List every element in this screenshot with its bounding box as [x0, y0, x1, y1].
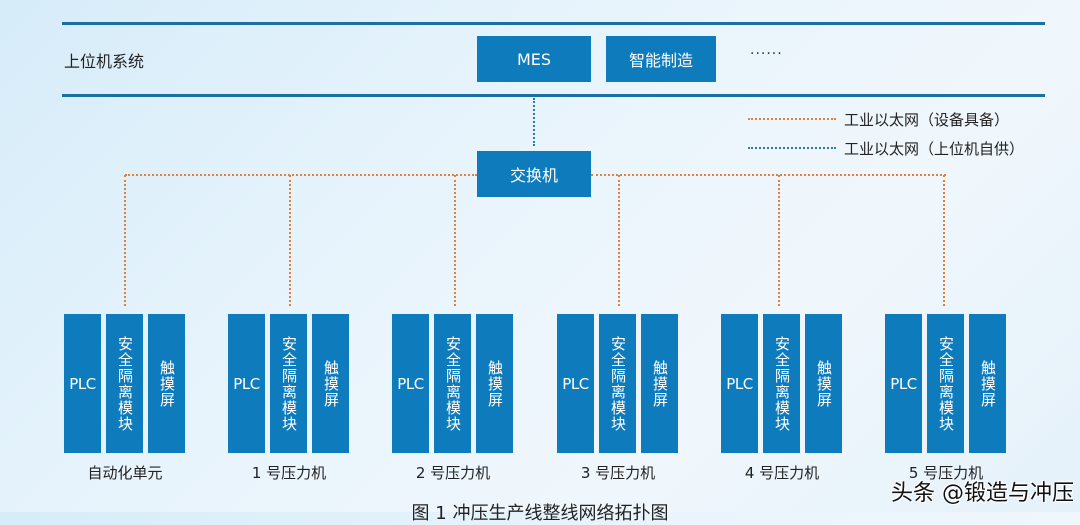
mes-node: MES: [477, 36, 591, 82]
isolation-module: 安全隔离模块: [270, 314, 307, 453]
smart-manufacturing-node: 智能制造: [606, 36, 716, 82]
more-systems-ellipsis: ······: [750, 46, 783, 62]
isolation-module: 安全隔离模块: [434, 314, 471, 453]
unit-automation: PLC 安全隔离模块 触摸屏: [64, 314, 186, 453]
bus-line-right: [591, 174, 946, 176]
plc-module: PLC: [721, 314, 758, 453]
touchscreen-label: 触摸屏: [979, 359, 997, 408]
touchscreen-module: 触摸屏: [641, 314, 678, 453]
plc-module: PLC: [392, 314, 429, 453]
plc-label: PLC: [562, 374, 589, 393]
isolation-module: 安全隔离模块: [106, 314, 143, 453]
touchscreen-module: 触摸屏: [312, 314, 349, 453]
switch-node: 交换机: [477, 151, 591, 197]
host-to-switch-link: [533, 98, 535, 146]
mes-node-label: MES: [516, 49, 552, 69]
isolation-label: 安全隔离模块: [937, 335, 955, 432]
legend-orange-line: [748, 118, 836, 120]
touchscreen-label: 触摸屏: [322, 359, 340, 408]
isolation-label: 安全隔离模块: [280, 335, 298, 432]
drop-link-press-5: [943, 175, 945, 306]
smart-manufacturing-node-label: 智能制造: [628, 51, 693, 70]
switch-node-label: 交换机: [509, 166, 558, 185]
unit-press-5: PLC 安全隔离模块 触摸屏: [885, 314, 1007, 453]
watermark: 头条 @锻造与冲压: [891, 481, 1074, 506]
touchscreen-label: 触摸屏: [815, 359, 833, 408]
plc-label: PLC: [890, 374, 917, 393]
top-tier-bottom-border: [62, 94, 1045, 97]
drop-link-press-3: [618, 175, 620, 306]
legend-host-ethernet: 工业以太网（上位机自供）: [844, 140, 1025, 158]
legend-blue-line: [748, 147, 836, 149]
bus-line-left: [125, 174, 477, 176]
unit-press-4: PLC 安全隔离模块 触摸屏: [721, 314, 843, 453]
drop-link-press-1: [289, 175, 291, 306]
legend-equipment-ethernet: 工业以太网（设备具备）: [844, 111, 1010, 129]
unit-label-press-2: 2 号压力机: [415, 464, 491, 482]
figure-caption: 图 1 冲压生产线整线网络拓扑图: [411, 503, 669, 524]
host-system-label: 上位机系统: [64, 52, 145, 71]
drop-link-press-4: [778, 175, 780, 306]
plc-label: PLC: [726, 374, 753, 393]
unit-label-press-4: 4 号压力机: [744, 464, 820, 482]
touchscreen-label: 触摸屏: [158, 359, 176, 408]
isolation-module: 安全隔离模块: [599, 314, 636, 453]
touchscreen-module: 触摸屏: [805, 314, 842, 453]
touchscreen-label: 触摸屏: [486, 359, 504, 408]
top-tier-top-border: [62, 22, 1045, 25]
unit-label-press-1: 1 号压力机: [251, 464, 327, 482]
unit-press-2: PLC 安全隔离模块 触摸屏: [392, 314, 514, 453]
unit-press-3: PLC 安全隔离模块 触摸屏: [557, 314, 679, 453]
touchscreen-module: 触摸屏: [148, 314, 185, 453]
unit-press-1: PLC 安全隔离模块 触摸屏: [228, 314, 350, 453]
unit-label-automation: 自动化单元: [87, 464, 163, 482]
plc-module: PLC: [557, 314, 594, 453]
isolation-label: 安全隔离模块: [609, 335, 627, 432]
plc-label: PLC: [397, 374, 424, 393]
plc-label: PLC: [233, 374, 260, 393]
isolation-label: 安全隔离模块: [773, 335, 791, 432]
isolation-label: 安全隔离模块: [444, 335, 462, 432]
touchscreen-module: 触摸屏: [969, 314, 1006, 453]
unit-label-press-3: 3 号压力机: [580, 464, 656, 482]
plc-module: PLC: [64, 314, 101, 453]
isolation-label: 安全隔离模块: [116, 335, 134, 432]
drop-link-press-2: [454, 175, 456, 306]
touchscreen-module: 触摸屏: [476, 314, 513, 453]
plc-module: PLC: [228, 314, 265, 453]
isolation-module: 安全隔离模块: [927, 314, 964, 453]
plc-module: PLC: [885, 314, 922, 453]
plc-label: PLC: [69, 374, 96, 393]
isolation-module: 安全隔离模块: [763, 314, 800, 453]
drop-link-automation: [124, 175, 126, 306]
touchscreen-label: 触摸屏: [651, 359, 669, 408]
unit-label-press-5: 5 号压力机: [908, 464, 984, 482]
